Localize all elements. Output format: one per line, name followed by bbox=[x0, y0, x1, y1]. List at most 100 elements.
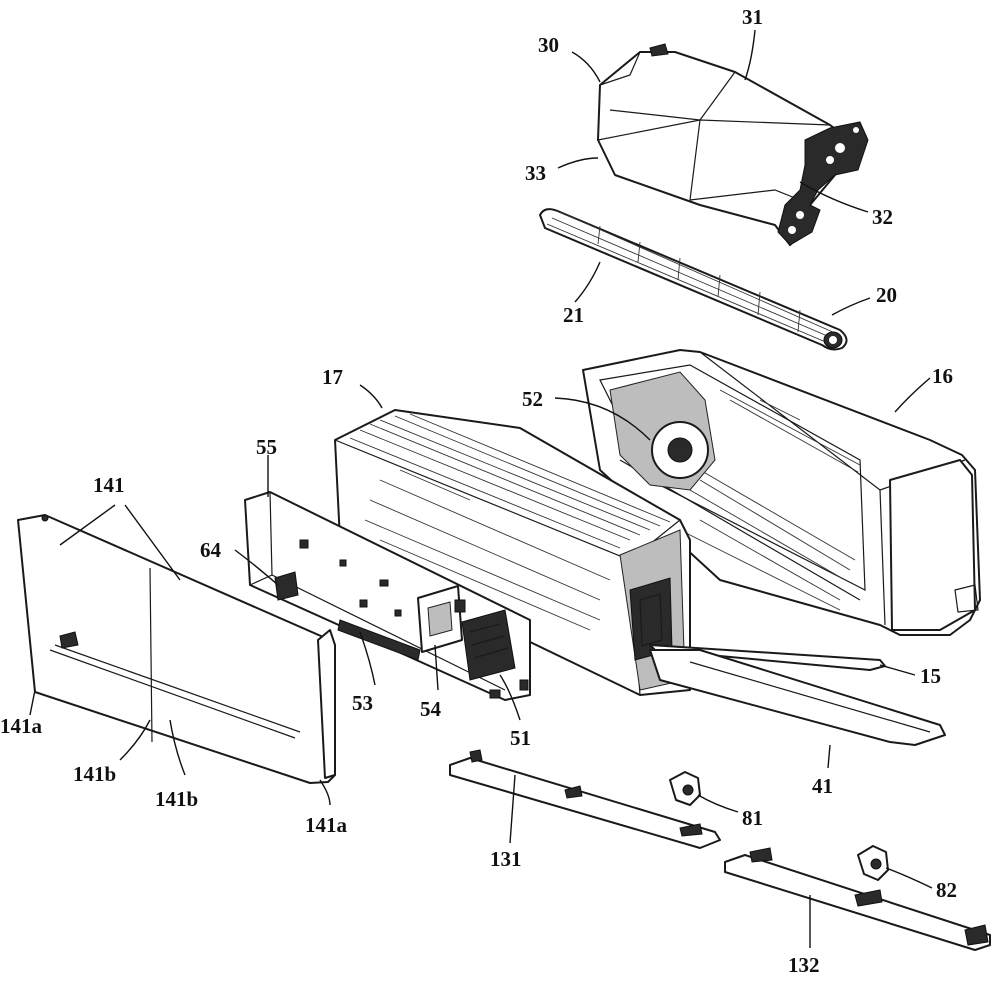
label-51: 51 bbox=[510, 726, 531, 750]
connector-81-hole bbox=[682, 784, 694, 796]
rear-casing-clip bbox=[954, 584, 979, 613]
leader-31 bbox=[744, 29, 756, 81]
board-module-51 bbox=[461, 609, 516, 681]
lower-panel-132-clip bbox=[964, 924, 989, 946]
leader-21 bbox=[574, 261, 601, 303]
label-81: 81 bbox=[742, 806, 763, 830]
connector-82 bbox=[857, 845, 889, 881]
front-panel-hinge bbox=[59, 631, 79, 649]
guide-plate-fold bbox=[689, 661, 931, 733]
lower-panel-131-clip bbox=[679, 823, 703, 837]
leader-82 bbox=[885, 867, 933, 889]
leader-15 bbox=[879, 664, 916, 676]
lower-panel-132-clip bbox=[854, 889, 883, 907]
lower-panel-131-body bbox=[449, 757, 721, 849]
mount-hole bbox=[788, 226, 796, 234]
fan-housing-assembly bbox=[597, 43, 869, 246]
label-20: 20 bbox=[876, 283, 897, 307]
mount-hole bbox=[835, 143, 845, 153]
leader-32 bbox=[799, 181, 869, 213]
leader-131 bbox=[509, 774, 516, 844]
leader-17 bbox=[359, 384, 383, 409]
label-31: 31 bbox=[742, 5, 763, 29]
front-panel-seam bbox=[149, 567, 153, 743]
fan-rotor bbox=[539, 208, 848, 351]
terminal-strip-53 bbox=[337, 619, 421, 661]
front-panel-141 bbox=[17, 514, 336, 784]
leader-54 bbox=[434, 644, 439, 691]
label-131: 131 bbox=[490, 847, 522, 871]
mount-hole bbox=[853, 127, 859, 133]
fan-housing-clip bbox=[649, 43, 669, 57]
label-141a-left: 141a bbox=[0, 714, 43, 738]
label-16: 16 bbox=[932, 364, 953, 388]
lower-panel-131-clip bbox=[564, 785, 583, 799]
label-33: 33 bbox=[525, 161, 546, 185]
label-53: 53 bbox=[352, 691, 373, 715]
rear-fan-bearing-core bbox=[667, 437, 693, 463]
leader-53 bbox=[359, 631, 376, 686]
lower-panel-132 bbox=[724, 847, 991, 951]
label-30: 30 bbox=[538, 33, 559, 57]
label-32: 32 bbox=[872, 205, 893, 229]
display-screen bbox=[427, 601, 453, 637]
control-board-plate bbox=[244, 491, 531, 701]
mount-hole bbox=[796, 211, 804, 219]
label-64: 64 bbox=[200, 538, 222, 562]
frame-window-inner bbox=[639, 593, 663, 647]
label-41: 41 bbox=[812, 774, 833, 798]
leader-41 bbox=[827, 744, 831, 769]
rear-casing-ribs bbox=[679, 389, 861, 611]
leader-51 bbox=[499, 674, 521, 721]
cross-flow-fan bbox=[539, 208, 848, 351]
fan-housing-crease bbox=[609, 109, 801, 201]
leader-33 bbox=[557, 157, 599, 169]
label-17: 17 bbox=[322, 365, 343, 389]
reference-labels: 30 31 32 33 20 21 16 17 52 55 64 141 141… bbox=[0, 5, 957, 977]
leader-64 bbox=[234, 549, 279, 586]
leader-lines bbox=[29, 29, 933, 948]
leader-141b-left bbox=[119, 719, 151, 761]
connector-81 bbox=[669, 771, 701, 806]
leader-141a-left bbox=[29, 689, 36, 716]
front-panel-groove-2 bbox=[49, 649, 296, 739]
board-components bbox=[299, 539, 529, 699]
rear-casing-side-box bbox=[889, 459, 976, 631]
front-panel-right-edge bbox=[317, 629, 336, 779]
rear-casing bbox=[582, 349, 981, 636]
label-141a-right: 141a bbox=[305, 813, 348, 837]
label-141b-right: 141b bbox=[155, 787, 198, 811]
guide-plate-body bbox=[649, 649, 946, 746]
mount-hole bbox=[826, 156, 834, 164]
fan-shaft-hole bbox=[829, 336, 837, 344]
leader-52 bbox=[554, 397, 651, 441]
connector-82-hole bbox=[870, 858, 882, 870]
leader-141a-right bbox=[319, 779, 331, 806]
frame-fins bbox=[349, 413, 671, 631]
control-connector-64 bbox=[274, 571, 299, 601]
lower-panel-131 bbox=[449, 749, 721, 849]
lower-panel-132-clip bbox=[749, 847, 773, 863]
label-132: 132 bbox=[788, 953, 820, 977]
label-15: 15 bbox=[920, 664, 941, 688]
leader-30 bbox=[571, 51, 601, 83]
front-panel-pin bbox=[41, 514, 49, 522]
label-82: 82 bbox=[936, 878, 957, 902]
leader-81 bbox=[697, 794, 739, 813]
label-21: 21 bbox=[563, 303, 584, 327]
label-141b-left: 141b bbox=[73, 762, 116, 786]
board-module-detail bbox=[469, 623, 509, 659]
leader-141a bbox=[59, 504, 116, 546]
leader-141b bbox=[124, 504, 181, 581]
guide-plate-41 bbox=[649, 649, 946, 746]
label-141: 141 bbox=[93, 473, 125, 497]
lower-panel-131-clip bbox=[469, 749, 483, 763]
fan-blades bbox=[546, 211, 836, 344]
label-54: 54 bbox=[420, 697, 442, 721]
leader-20 bbox=[831, 297, 871, 316]
label-55: 55 bbox=[256, 435, 277, 459]
leader-141b-right bbox=[169, 719, 186, 776]
label-52: 52 bbox=[522, 387, 543, 411]
